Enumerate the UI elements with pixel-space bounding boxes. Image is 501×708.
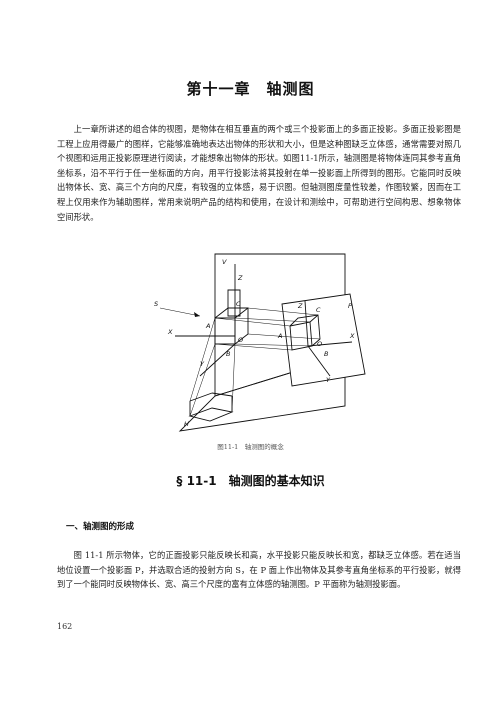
cube-front: [214, 317, 236, 345]
figure-caption: 图11-1 轴测图的概念: [217, 443, 284, 451]
label-y: Y: [200, 360, 205, 368]
label-z1: Z: [297, 302, 303, 310]
label-a: A: [205, 322, 210, 330]
label-o: O: [238, 336, 243, 344]
label-o1: O: [317, 340, 322, 348]
y1-axis: [307, 345, 331, 377]
axonometric-diagram: V Z S X O A B Y H P Z C A O B X Y C: [154, 253, 366, 432]
x1-axis: [307, 341, 353, 347]
figure-axonometric-concept: V Z S X O A B Y H P Z C A O B X Y C: [140, 246, 372, 438]
cube-v-proj: [227, 289, 241, 317]
page-number: 162: [57, 622, 73, 631]
body-paragraph: 图 11-1 所示物体，它的正面投影只能反映长和高，水平投影只能反映长和宽，都缺…: [57, 550, 461, 590]
label-p: P: [348, 302, 352, 310]
chapter-title: 第十一章 轴测图: [186, 80, 315, 98]
label-c1: C: [316, 306, 321, 314]
section-title: § 11-1 轴测图的基本知识: [176, 474, 325, 488]
intro-paragraph: 上一章所讲述的组合体的视图，是物体在相互垂直的两个或三个投影面上的多面正投影。多…: [57, 124, 461, 222]
label-y1: Y: [326, 376, 331, 384]
label-c: C: [236, 300, 241, 308]
label-z: Z: [237, 274, 243, 282]
label-b: B: [226, 350, 231, 358]
label-s: S: [154, 300, 158, 308]
label-a1: A: [277, 332, 282, 340]
label-h: H: [184, 420, 189, 428]
direction-arrow: [194, 312, 200, 317]
p-plane: [281, 293, 366, 387]
label-b1: B: [324, 350, 329, 358]
y-axis: [199, 343, 236, 377]
label-v: V: [222, 258, 227, 266]
label-x1: X: [349, 332, 355, 340]
label-x: X: [167, 328, 173, 336]
z1-axis: [304, 300, 309, 347]
subsection-title: 一、轴测图的形成: [66, 522, 135, 532]
